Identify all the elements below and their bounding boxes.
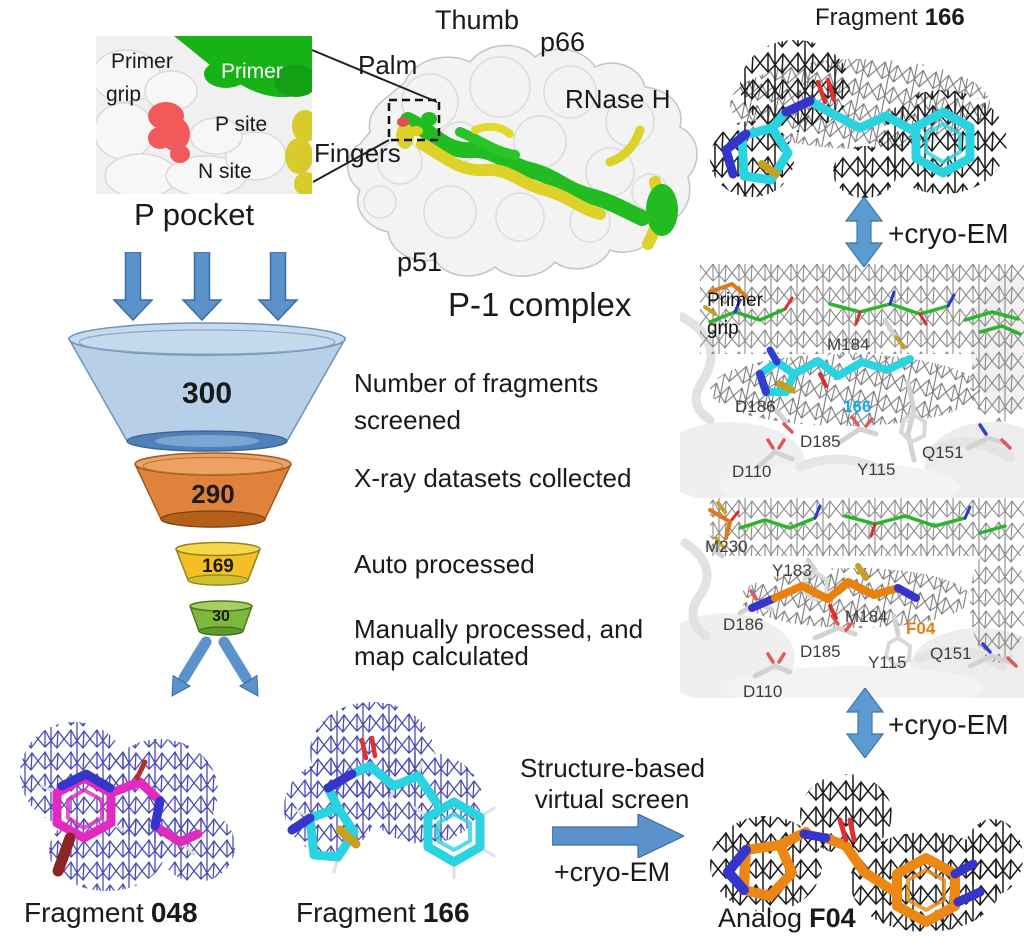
panel166-d185: D185 <box>800 432 841 451</box>
screening-input-arrows-icon <box>112 252 299 322</box>
inset-connector-lines <box>311 49 441 183</box>
funnel-count-300: 300 <box>181 377 233 410</box>
fragment-048-prefix: Fragment <box>24 897 144 928</box>
cryo-em-screen-label: +cryo-EM <box>553 857 671 887</box>
xray-panel-f04-art <box>680 498 1024 698</box>
p1-complex-surface-art <box>346 44 698 277</box>
funnel-label-1-line2: screened <box>354 405 461 435</box>
panelf04-d186: D186 <box>723 615 764 634</box>
analog-f04-density-art <box>710 774 1023 932</box>
analog-f04-code: F04 <box>809 903 856 933</box>
funnel-label-4-line2: map calculated <box>354 641 529 671</box>
fragment-166-top-code: 166 <box>924 4 965 31</box>
label-p-site: P site <box>215 113 268 136</box>
complex-caption: P-1 complex <box>448 286 632 323</box>
fragment-166-mesh-art <box>710 40 1007 198</box>
panelf04-q151: Q151 <box>930 644 972 663</box>
label-palm: Palm <box>358 50 418 80</box>
panelf04-m184: M184 <box>845 607 888 626</box>
funnel-stack-art <box>68 322 346 636</box>
label-fingers: Fingers <box>314 138 401 168</box>
xray-panel-f04: M230 Y183 D186 M184 F04 D185 Y115 Q151 D… <box>680 498 1024 701</box>
panelf04-y115: Y115 <box>868 653 907 672</box>
panel166-m184: M184 <box>827 335 870 354</box>
panel166-q151: Q151 <box>922 443 964 462</box>
xray-panel-166-art <box>680 264 1024 498</box>
inset-caption: P pocket <box>134 197 255 232</box>
virtual-screen-line2: virtual screen <box>534 784 690 814</box>
funnel-count-30: 30 <box>212 608 230 625</box>
panel166-y115: Y115 <box>857 460 896 479</box>
label-rnase-h: RNase H <box>565 84 671 114</box>
funnel-count-290: 290 <box>191 479 235 509</box>
label-n-site: N site <box>198 160 252 183</box>
p-pocket-surface-art <box>96 36 312 194</box>
label-primer: Primer <box>221 60 283 83</box>
funnel-label-4-line1: Manually processed, and <box>354 614 644 644</box>
panelf04-d185: D185 <box>800 642 841 661</box>
panel166-d186: D186 <box>735 397 776 416</box>
fragment-166-prefix: Fragment <box>296 897 416 928</box>
panel166-d110: D110 <box>732 462 772 481</box>
panel166-primer-grip-line2: grip <box>707 318 739 339</box>
label-thumb: Thumb <box>435 5 520 35</box>
xray-panel-166: Primer grip M184 D186 166 D185 D110 Y115… <box>680 262 1024 498</box>
label-p51: p51 <box>397 247 443 277</box>
split-arrows-icon <box>171 636 259 697</box>
cryo-em-top-label: +cryo-EM <box>888 218 1009 249</box>
virtual-screen-line1: Structure-based <box>520 753 705 783</box>
cryo-arrow-top-icon <box>845 197 883 267</box>
funnel-label-1-line1: Number of fragments <box>354 368 599 398</box>
panelf04-m230: M230 <box>705 537 748 556</box>
panelf04-d110: D110 <box>743 682 783 701</box>
funnel-count-169: 169 <box>202 556 234 577</box>
funnel-label-2: X-ray datasets collected <box>354 463 632 493</box>
label-p66: p66 <box>540 27 586 57</box>
fragment-166-code: 166 <box>422 897 470 928</box>
fragment-166-top-prefix: Fragment <box>815 4 918 31</box>
funnel-label-3: Auto processed <box>354 549 535 579</box>
fragment-048-density-art <box>20 722 235 891</box>
fragment-048-code: 048 <box>150 897 198 928</box>
virtual-screen-arrow-icon <box>552 814 684 858</box>
cryo-em-bottom-label: +cryo-EM <box>888 709 1009 740</box>
panel166-primer-grip-line1: Primer <box>707 290 763 311</box>
label-primer-grip-line1: Primer <box>111 50 173 73</box>
cryo-arrow-bottom-icon <box>846 688 884 758</box>
panel166-ligand-label: 166 <box>843 397 872 416</box>
analog-f04-prefix: Analog <box>718 903 803 933</box>
panelf04-y183: Y183 <box>772 561 812 580</box>
fragment-166-density-art <box>284 702 496 880</box>
label-primer-grip-line2: grip <box>106 83 142 106</box>
panelf04-ligand-label: F04 <box>906 619 936 638</box>
